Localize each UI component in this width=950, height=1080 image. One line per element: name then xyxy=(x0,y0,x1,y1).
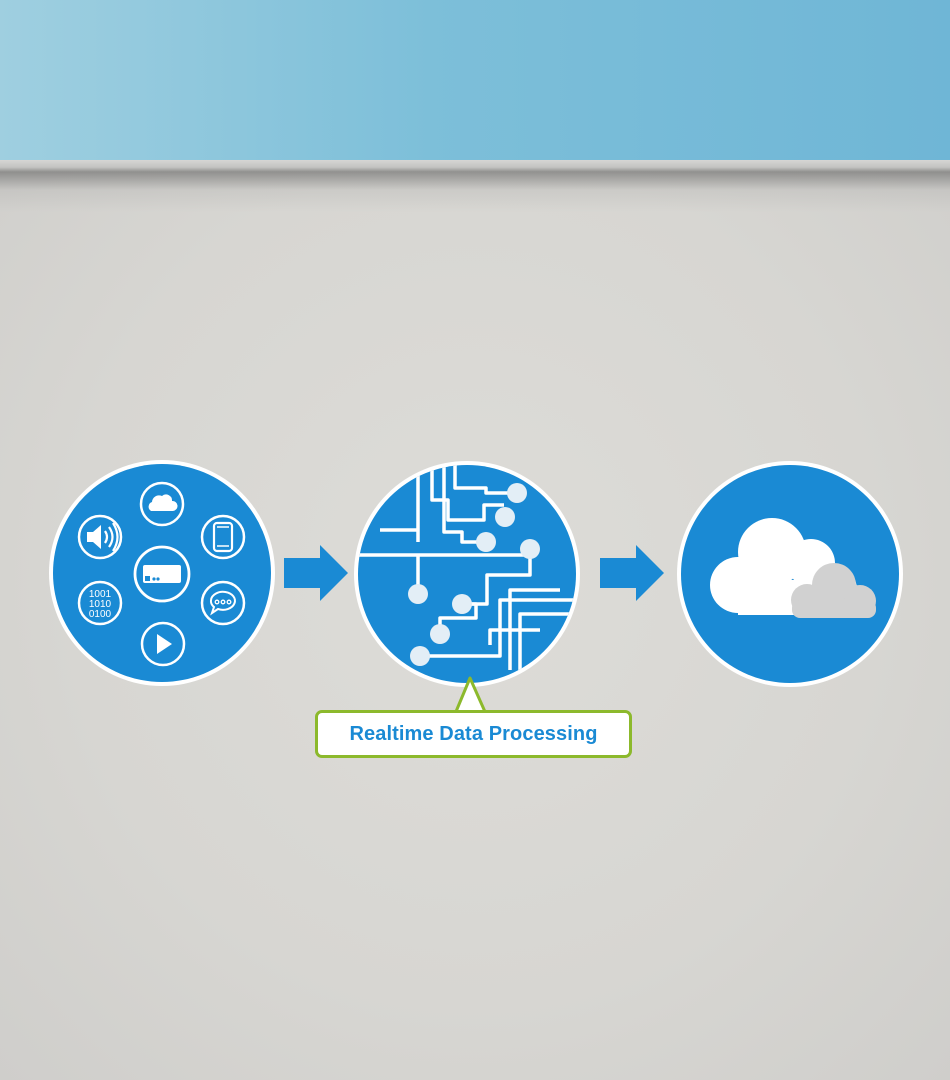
set-top-box-icon xyxy=(133,545,191,603)
sources-circle: 1001 1010 0100 xyxy=(49,460,275,686)
tablet-icon xyxy=(200,514,246,560)
speaker-icon xyxy=(77,514,123,560)
flow-arrow-1 xyxy=(284,545,348,601)
chat-bubble-icon xyxy=(200,580,246,626)
realtime-processing-callout: Realtime Data Processing xyxy=(315,710,632,758)
coping-shadow xyxy=(0,172,950,212)
processing-circle xyxy=(354,461,580,687)
wall-coping xyxy=(0,160,950,172)
binary-line-1: 1001 xyxy=(89,589,112,600)
cloud-icon xyxy=(139,481,185,527)
cloud-secondary-icon xyxy=(791,563,876,618)
flow-arrow-2 xyxy=(600,545,664,601)
binary-line-3: 0100 xyxy=(89,609,112,620)
binary-data-icon: 1001 1010 0100 xyxy=(77,580,123,626)
binary-line-2: 1010 xyxy=(89,599,112,610)
circuit-board-icon xyxy=(358,465,576,683)
sky xyxy=(0,0,950,162)
cloud-circle xyxy=(677,461,903,687)
callout-label: Realtime Data Processing xyxy=(349,722,598,745)
play-icon xyxy=(140,621,186,667)
callout-tail-join xyxy=(458,713,484,718)
circuit-nodes xyxy=(408,483,540,666)
